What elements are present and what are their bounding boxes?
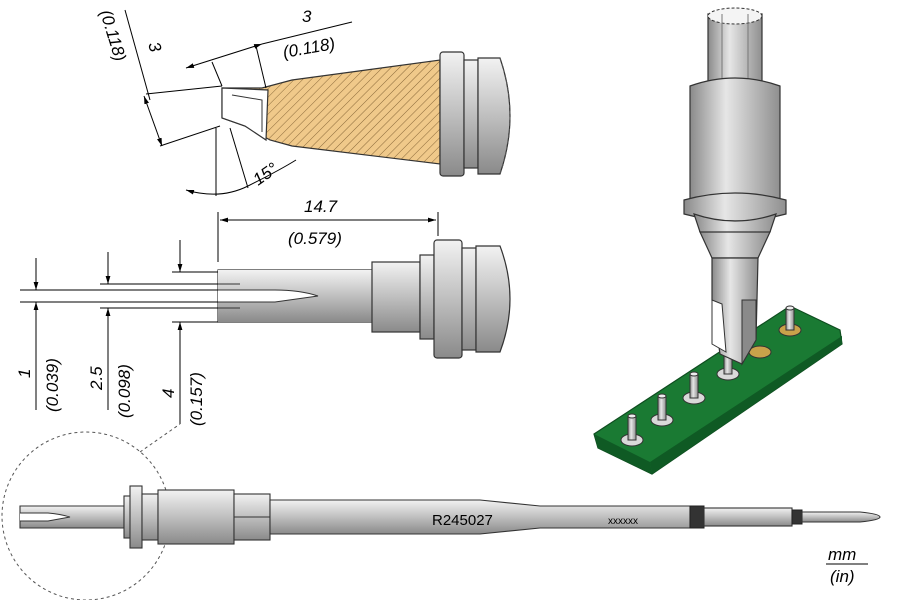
dim-length-mm: 14.7 <box>304 197 338 216</box>
units-legend: mm (in) <box>826 545 868 586</box>
dim-tip-width: 3 (0.118) <box>96 8 223 147</box>
dim-angle-label: 15° <box>249 159 281 189</box>
dim-length-in: (0.579) <box>288 229 342 248</box>
dim-length: 14.7 (0.579) <box>217 197 439 262</box>
slot-3-in: (0.157) <box>187 372 206 426</box>
slot-2-mm: 2.5 <box>87 366 106 391</box>
slot-2-in: (0.098) <box>115 364 134 418</box>
slot-dimension-lines <box>20 240 218 424</box>
slot-3-mm: 4 <box>159 389 178 398</box>
slot-1-in: (0.039) <box>43 358 62 412</box>
dim-blade-width-in: (0.118) <box>281 34 336 62</box>
pcb-board <box>593 305 843 475</box>
pcb-pins <box>620 305 802 447</box>
dim-tip-width-in: (0.118) <box>96 8 130 64</box>
dim-blade-width-mm: 3 <box>302 7 312 26</box>
part-number-label: R245027 <box>432 512 493 529</box>
slot-1-mm: 1 <box>15 369 34 378</box>
side-view-section <box>221 51 511 177</box>
dim-tip-width-mm: 3 <box>144 40 165 55</box>
cartridge-full-view: R245027 xxxxxx <box>1 423 881 600</box>
units-in: (in) <box>830 567 855 586</box>
serial-code-label: xxxxxx <box>608 516 638 527</box>
units-mm: mm <box>828 545 856 564</box>
soldering-iron-3d <box>683 7 787 366</box>
front-view <box>217 239 511 359</box>
